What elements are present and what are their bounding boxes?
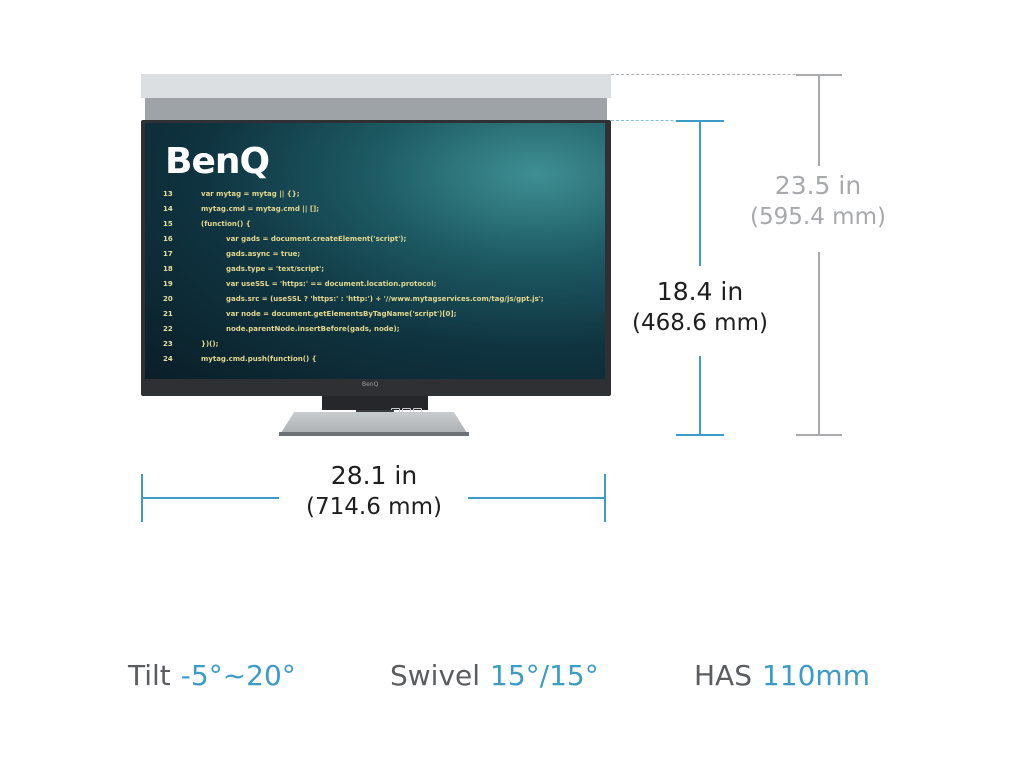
code-line-number: 24 xyxy=(163,355,173,363)
code-line: 16 var gads = document.createElement('scr… xyxy=(163,232,593,247)
max-height-mm: (595.4 mm) xyxy=(750,204,886,230)
width-mm: (714.6 mm) xyxy=(306,494,442,520)
code-line-text: mytag.cmd = mytag.cmd || []; xyxy=(201,205,320,213)
code-line-number: 21 xyxy=(163,310,173,318)
code-line-number: 14 xyxy=(163,205,173,213)
code-line-number: 19 xyxy=(163,280,173,288)
code-line: 15 (function() { xyxy=(163,217,593,232)
min-height-line-lower xyxy=(699,356,701,436)
code-line-text: gads.async = true; xyxy=(226,250,301,258)
code-line-text: gads.type = 'text/script'; xyxy=(226,265,325,273)
raised-position-outline xyxy=(141,74,611,98)
code-line: 13 var mytag = mytag || {}; xyxy=(163,187,593,202)
min-height-bottom-cap xyxy=(676,434,724,436)
code-line-number: 13 xyxy=(163,190,173,198)
code-line: 22 node.parentNode.insertBefore(gads, nod… xyxy=(163,322,593,337)
width-line-right xyxy=(468,497,606,499)
code-line-text: (function() { xyxy=(201,220,251,228)
min-height-mm: (468.6 mm) xyxy=(632,310,768,336)
monitor-screen: BenQ 13 var mytag = mytag || {}; 14 mytag.c… xyxy=(145,123,605,379)
code-line: 17 gads.async = true; xyxy=(163,247,593,262)
tilt-value: -5°~20° xyxy=(180,659,296,692)
max-height-bottom-cap xyxy=(796,434,842,436)
max-height-inches: 23.5 in xyxy=(774,171,862,200)
code-line: 14 mytag.cmd = mytag.cmd || []; xyxy=(163,202,593,217)
code-line-text: var mytag = mytag || {}; xyxy=(201,190,300,198)
code-line-text: })(); xyxy=(201,340,219,348)
max-height-line-lower xyxy=(818,252,820,436)
width-inches: 28.1 in xyxy=(330,461,418,490)
min-height-guide-line xyxy=(611,120,723,121)
min-height-inches: 18.4 in xyxy=(656,277,744,306)
code-line-text: var node = document.getElementsByTagName… xyxy=(226,310,457,318)
code-line: 18 gads.type = 'text/script'; xyxy=(163,262,593,277)
chin-logo: BenQ xyxy=(362,381,379,388)
code-line-number: 16 xyxy=(163,235,173,243)
width-line-left xyxy=(141,497,279,499)
code-line-text: var gads = document.createElement('scrip… xyxy=(226,235,407,243)
swivel-spec: Swivel 15°/15° xyxy=(390,656,599,696)
stand-base-edge xyxy=(279,432,469,436)
max-height-line-upper xyxy=(818,74,820,166)
code-line-number: 15 xyxy=(163,220,173,228)
code-line-text: var useSSL = 'https:' == document.locati… xyxy=(226,280,437,288)
has-value: 110mm xyxy=(761,659,870,692)
code-line-number: 22 xyxy=(163,325,173,333)
raised-position-shadow xyxy=(145,98,607,122)
code-line-text: mytag.cmd.push(function() { xyxy=(201,355,317,363)
code-line-number: 17 xyxy=(163,250,173,258)
swivel-label: Swivel xyxy=(390,659,481,692)
benq-logo: BenQ xyxy=(165,141,270,182)
code-line-number: 18 xyxy=(163,265,173,273)
swivel-value: 15°/15° xyxy=(490,659,599,692)
width-right-cap xyxy=(604,474,606,522)
code-line: 24 mytag.cmd.push(function() { xyxy=(163,352,593,367)
has-label: HAS xyxy=(694,659,752,692)
max-height-label: 23.5 in (595.4 mm) xyxy=(718,170,918,232)
min-height-line-upper xyxy=(699,120,701,266)
width-label: 28.1 in (714.6 mm) xyxy=(274,460,474,522)
control-buttons xyxy=(391,400,425,415)
code-block: 13 var mytag = mytag || {}; 14 mytag.cmd = … xyxy=(163,187,593,367)
code-line-text: node.parentNode.insertBefore(gads, node)… xyxy=(226,325,400,333)
code-line-number: 23 xyxy=(163,340,173,348)
max-height-guide-line xyxy=(611,74,841,75)
code-line: 21 var node = document.getElementsByTagNa… xyxy=(163,307,593,322)
code-line: 20 gads.src = (useSSL ? 'https:' : 'http:… xyxy=(163,292,593,307)
code-line-text: gads.src = (useSSL ? 'https:' : 'http:')… xyxy=(226,295,544,303)
has-spec: HAS 110mm xyxy=(694,656,870,696)
code-line: 23 })(); xyxy=(163,337,593,352)
code-line-number: 20 xyxy=(163,295,173,303)
tilt-spec: Tilt -5°~20° xyxy=(128,656,296,696)
stand-neck xyxy=(322,396,428,410)
tilt-label: Tilt xyxy=(128,659,171,692)
min-height-label: 18.4 in (468.6 mm) xyxy=(600,276,800,338)
code-line: 19 var useSSL = 'https:' == document.loca… xyxy=(163,277,593,292)
